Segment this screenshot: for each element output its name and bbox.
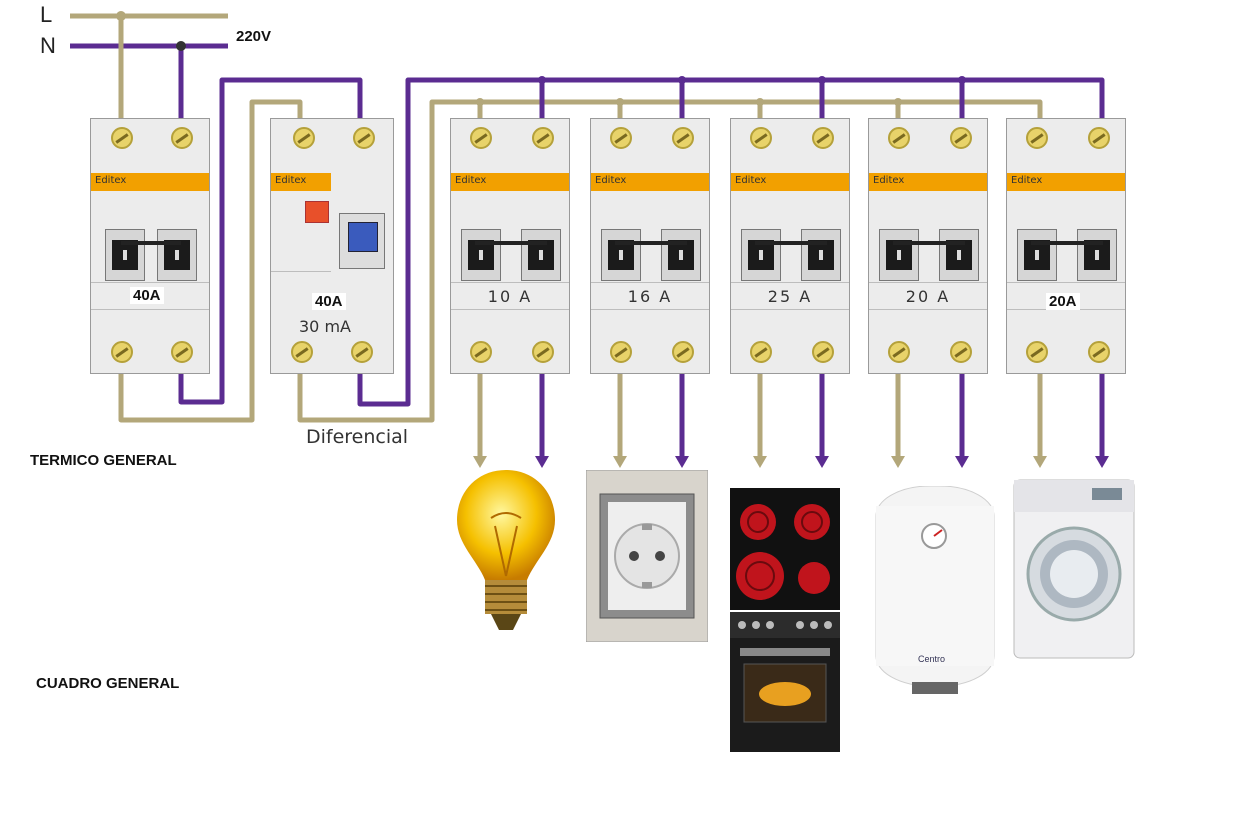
circuit-5-rating: 20A (1046, 293, 1080, 310)
main-to-diff-neutral (178, 77, 363, 405)
circuit-rating: 20 A (905, 287, 951, 306)
breaker-lever (939, 229, 979, 281)
circuit-rating: 25 A (767, 287, 813, 306)
brand-label: Editex (95, 175, 127, 186)
brand-label: Editex (595, 175, 627, 186)
neutral-label: N (40, 33, 56, 58)
termico-general-caption: TERMICO GENERAL (30, 452, 177, 469)
diff-phase-out (297, 99, 1043, 423)
breaker-lever (105, 229, 145, 281)
circuit-breaker-5: Editex (1006, 118, 1126, 374)
differential-rating: 40A (312, 293, 346, 310)
breaker-lever (879, 229, 919, 281)
main-to-diff-phase (118, 99, 303, 423)
breaker-lever (661, 229, 701, 281)
circuit-rating: 10 A (487, 287, 533, 306)
diff-neutral-out (357, 77, 1105, 407)
main-breaker: Editex (90, 118, 210, 374)
differential-switch: Editex 30 mA (270, 118, 394, 374)
terminal-screw (353, 127, 375, 149)
test-button (305, 201, 329, 223)
line-label: L (40, 2, 53, 27)
terminal-screw (171, 341, 193, 363)
breaker-lever (801, 229, 841, 281)
breaker-lever (601, 229, 641, 281)
breaker-lever (157, 229, 197, 281)
breaker-lever (1077, 229, 1117, 281)
brand-label: Editex (275, 175, 307, 186)
differential-lever (339, 213, 385, 269)
circuit-breaker-3: Editex 25 A (730, 118, 850, 374)
brand-label: Editex (455, 175, 487, 186)
cuadro-general-caption: CUADRO GENERAL (36, 675, 180, 692)
breaker-lever (521, 229, 561, 281)
voltage-label: 220V (236, 28, 272, 45)
brand-label: Editex (1011, 175, 1043, 186)
breaker-lever (741, 229, 781, 281)
wall-socket-icon (586, 470, 708, 642)
circuit-breaker-1: Editex 10 A (450, 118, 570, 374)
circuit-breaker-2: Editex 16 A (590, 118, 710, 374)
differential-sensitivity: 30 mA (299, 317, 351, 336)
water-heater-icon: Centro (875, 486, 995, 694)
terminal-screw (291, 341, 313, 363)
circuit-rating: 16 A (627, 287, 673, 306)
terminal-screw (111, 127, 133, 149)
circuit-breaker-4: Editex 20 A (868, 118, 988, 374)
terminal-screw (351, 341, 373, 363)
washing-machine-icon (1013, 479, 1135, 659)
light-bulb-icon (457, 470, 555, 630)
terminal-screw (111, 341, 133, 363)
heater-brand: Centro (918, 654, 945, 664)
breaker-lever (1017, 229, 1057, 281)
cooktop-icon (730, 488, 840, 610)
terminal-screw (171, 127, 193, 149)
oven-icon (730, 612, 840, 752)
brand-label: Editex (873, 175, 905, 186)
breaker-lever (461, 229, 501, 281)
main-breaker-rating: 40A (130, 287, 164, 304)
differential-caption: Diferencial (306, 426, 409, 448)
terminal-screw (293, 127, 315, 149)
brand-label: Editex (735, 175, 767, 186)
